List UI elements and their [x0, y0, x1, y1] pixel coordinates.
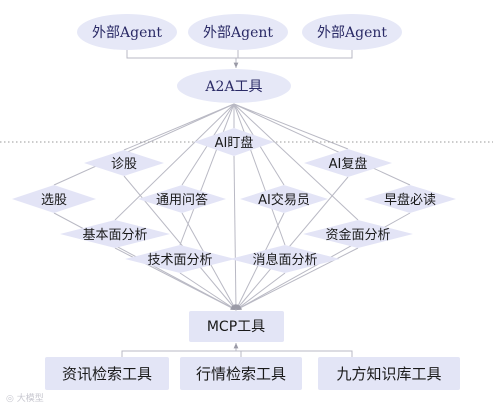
tool-news-search: 资讯检索工具: [45, 357, 169, 390]
tool-knowledge-base: 九方知识库工具: [318, 357, 460, 390]
external-agent-3-shape: [302, 14, 402, 50]
tool-knowledge-base-shape: [318, 357, 460, 390]
watermark: ◎ 大模型: [6, 391, 44, 404]
a2a-tool-shape: [177, 69, 291, 103]
node-ai-review-label: AI复盘: [329, 156, 368, 172]
node-diagnose-label: 诊股: [111, 157, 137, 172]
external-agent-1-shape: [77, 14, 177, 50]
node-technical-shape: [125, 245, 235, 273]
tool-news-search-shape: [45, 357, 169, 390]
a2a-tool: A2A工具: [177, 69, 291, 103]
node-news-shape: [230, 245, 340, 273]
external-agent-3: 外部Agent: [302, 14, 402, 50]
external-agent-1-label: 外部Agent: [92, 25, 162, 41]
node-fundamental-label: 基本面分析: [82, 228, 147, 243]
tool-knowledge-base-label: 九方知识库工具: [336, 365, 441, 383]
node-to-mcp-line-0: [233, 155, 239, 311]
mcp-tool-shape: [189, 311, 284, 342]
node-diagnose: 诊股: [84, 150, 164, 176]
watermark-icon: ◎: [6, 394, 14, 404]
tool-market-search: 行情检索工具: [180, 357, 302, 390]
node-pick: 选股: [12, 185, 96, 213]
agents-bracket-line: [126, 50, 353, 59]
node-ai-trader-shape: [240, 185, 328, 213]
watermark-text: 大模型: [16, 394, 44, 404]
external-agent-2: 外部Agent: [188, 14, 288, 50]
node-to-mcp-line-8: [235, 247, 359, 311]
tools-bracket-line: [121, 350, 353, 357]
mcp-tool-label: MCP工具: [207, 319, 265, 335]
tool-market-search-shape: [180, 357, 302, 390]
tool-news-search-label: 资讯检索工具: [62, 365, 152, 383]
node-morning-read-label: 早盘必读: [384, 192, 436, 208]
node-technical: 技术面分析: [125, 245, 235, 273]
node-capital-shape: [303, 220, 413, 248]
tool-market-search-label: 行情检索工具: [196, 365, 286, 383]
node-general-qa-label: 通用问答: [156, 192, 208, 208]
node-general-qa: 通用问答: [138, 185, 226, 213]
node-general-qa-shape: [138, 185, 226, 213]
a2a-to-node-line-7: [114, 103, 235, 221]
node-ai-trader-label: AI交易员: [258, 192, 310, 208]
node-ai-trader: AI交易员: [240, 185, 328, 213]
node-ai-review-shape: [304, 149, 392, 177]
node-pick-shape: [12, 185, 96, 213]
external-agent-1: 外部Agent: [77, 14, 177, 50]
a2a-to-node-line-9: [179, 103, 235, 246]
a2a-to-node-line-8: [233, 103, 359, 221]
node-capital-label: 资金面分析: [325, 227, 390, 243]
external-agent-2-label: 外部Agent: [203, 25, 273, 41]
a2a-to-node-line-6: [233, 103, 411, 186]
node-capital: 资金面分析: [303, 220, 413, 248]
a2a-to-node-line-10: [233, 103, 286, 246]
a2a-to-node-line-1: [123, 103, 235, 151]
node-pick-label: 选股: [41, 193, 67, 208]
node-news-label: 消息面分析: [252, 252, 317, 268]
node-ai-watch-shape: [194, 128, 274, 156]
node-ai-watch: AI盯盘: [194, 128, 274, 156]
node-to-mcp-line-9: [179, 272, 237, 311]
external-agent-2-shape: [188, 14, 288, 50]
node-fundamental: 基本面分析: [60, 220, 170, 248]
node-to-mcp-line-2: [235, 176, 349, 311]
mcp-tool: MCP工具: [189, 311, 284, 342]
node-morning-read: 早盘必读: [364, 185, 456, 213]
node-fundamental-shape: [60, 220, 170, 248]
node-to-mcp-line-10: [235, 272, 286, 311]
external-agent-3-label: 外部Agent: [317, 25, 387, 41]
node-diagnose-shape: [84, 150, 164, 176]
node-ai-watch-label: AI盯盘: [215, 135, 254, 151]
a2a-tool-label: A2A工具: [204, 79, 262, 95]
node-news: 消息面分析: [230, 245, 340, 273]
node-ai-review: AI复盘: [304, 149, 392, 177]
node-technical-label: 技术面分析: [147, 253, 212, 268]
node-morning-read-shape: [364, 185, 456, 213]
a2a-to-node-line-3: [53, 103, 235, 186]
